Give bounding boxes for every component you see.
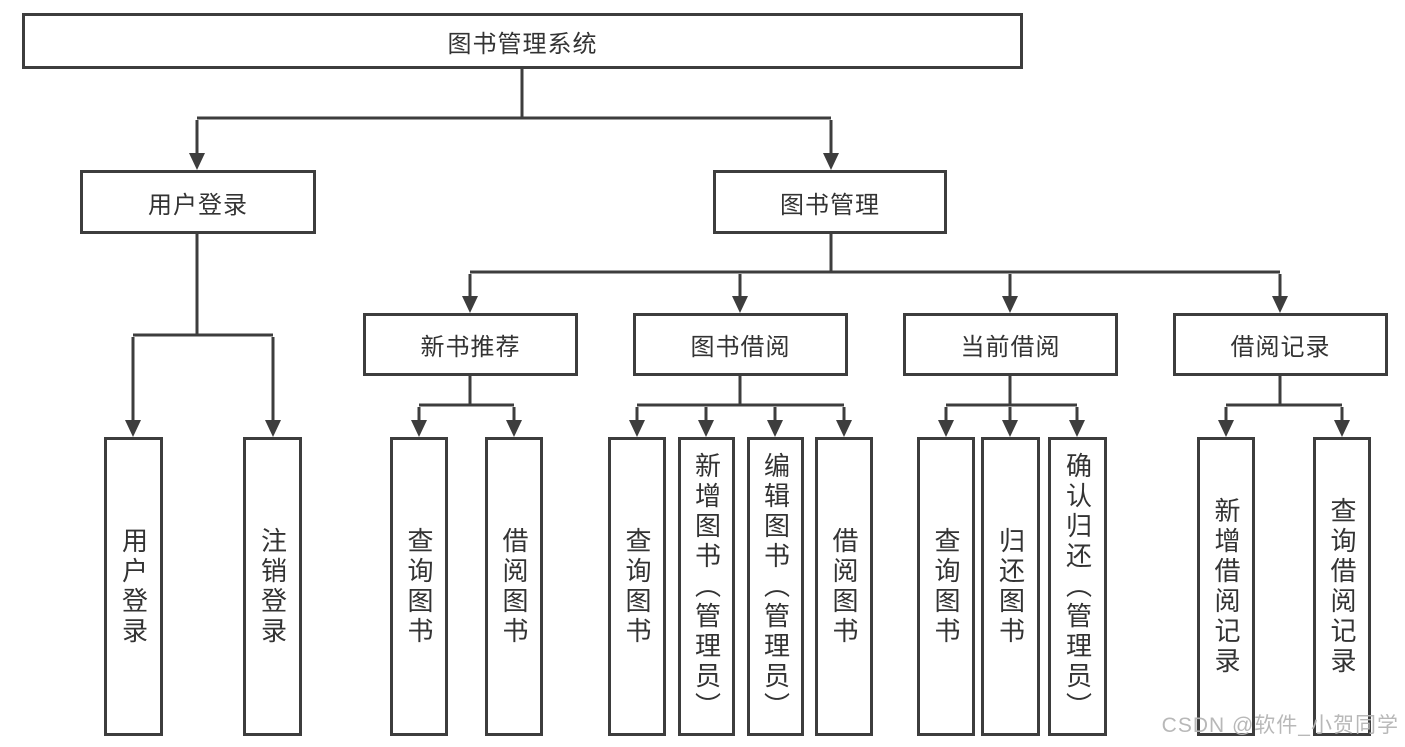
node-label: 新书推荐: [420, 334, 521, 361]
node-new-book-recommendation: 新书推荐: [363, 313, 578, 376]
node-user-login: 用户登录: [80, 170, 316, 234]
leaf-query-borrow-record: 查询借阅记录: [1313, 437, 1371, 736]
leaf-query-books-current: 查询图书: [917, 437, 975, 736]
leaf-logout: 注销登录: [243, 437, 302, 736]
node-label: 归还图书: [995, 526, 1026, 647]
node-label: 查询图书: [622, 526, 652, 647]
leaf-add-books-admin: 新增图书（管理员）: [678, 437, 735, 736]
node-label: 图书管理系统: [447, 30, 598, 58]
node-label: 查询借阅记录: [1327, 496, 1357, 677]
node-label: 借阅图书: [829, 526, 859, 647]
leaf-query-books-borrow: 查询图书: [608, 437, 666, 736]
leaf-confirm-return-admin: 确认归还（管理员）: [1048, 437, 1107, 736]
node-label: 图书借阅: [690, 334, 791, 361]
node-label: 用户登录: [118, 526, 149, 647]
node-label: 新增图书（管理员）: [691, 451, 722, 722]
node-book-borrowing: 图书借阅: [633, 313, 848, 376]
leaf-edit-books-admin: 编辑图书（管理员）: [747, 437, 804, 736]
node-label: 用户登录: [148, 191, 248, 219]
leaf-query-books-recommend: 查询图书: [390, 437, 448, 736]
node-current-borrowing: 当前借阅: [903, 313, 1118, 376]
node-label: 借阅记录: [1230, 334, 1331, 361]
node-label: 当前借阅: [960, 334, 1061, 361]
csdn-watermark: CSDN @软件_小贺同学: [1161, 714, 1399, 737]
leaf-borrow-books-recommend: 借阅图书: [485, 437, 543, 736]
leaf-return-books: 归还图书: [981, 437, 1040, 736]
node-label: 新增借阅记录: [1211, 496, 1241, 677]
node-label: 查询图书: [931, 526, 961, 647]
node-label: 编辑图书（管理员）: [760, 451, 791, 722]
node-label: 借阅图书: [499, 526, 529, 647]
node-borrowing-records: 借阅记录: [1173, 313, 1388, 376]
node-label: 确认归还（管理员）: [1062, 451, 1093, 722]
leaf-user-login: 用户登录: [104, 437, 163, 736]
node-book-management: 图书管理: [713, 170, 947, 234]
node-library-management-system: 图书管理系统: [22, 13, 1023, 69]
leaf-borrow-books: 借阅图书: [815, 437, 873, 736]
node-label: 注销登录: [257, 526, 288, 647]
node-label: 查询图书: [404, 526, 434, 647]
leaf-add-borrow-record: 新增借阅记录: [1197, 437, 1255, 736]
node-label: 图书管理: [780, 191, 880, 219]
